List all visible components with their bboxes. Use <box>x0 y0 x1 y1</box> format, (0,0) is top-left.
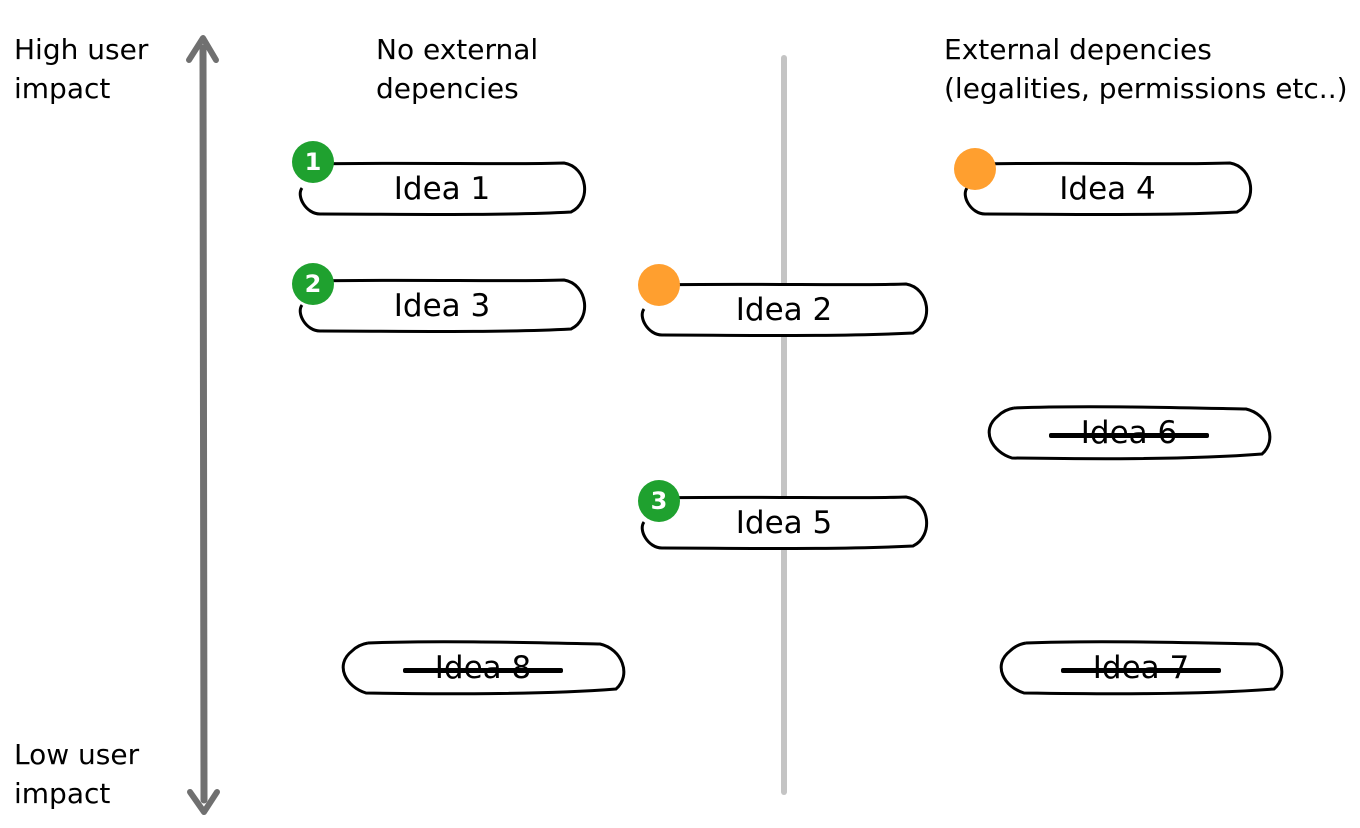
no-dependencies-header: No external depencies <box>376 33 539 105</box>
idea-5-card[interactable]: Idea 5 <box>638 495 930 550</box>
blocked-badge <box>954 148 996 190</box>
high-impact-label: High user impact <box>14 33 149 105</box>
low-impact-label: Low user impact <box>14 738 140 810</box>
idea-2-label: Idea 2 <box>735 292 833 328</box>
card-outline <box>999 640 1284 696</box>
axis-up-arrowhead <box>186 35 219 63</box>
idea-7-card[interactable]: Idea 7 <box>996 640 1286 696</box>
card-outline <box>341 640 626 696</box>
idea-4-card[interactable]: Idea 4 <box>961 161 1254 216</box>
card-outline <box>987 405 1272 461</box>
idea-8-card[interactable]: Idea 8 <box>338 640 628 696</box>
idea-4-label: Idea 4 <box>1059 171 1156 207</box>
idea-1-label: Idea 1 <box>393 171 491 207</box>
card-outline <box>298 161 587 216</box>
blocked-badge <box>638 264 680 306</box>
idea-3-card[interactable]: Idea 3 <box>296 278 588 333</box>
idea-5-label: Idea 5 <box>735 505 833 541</box>
idea-2-card[interactable]: Idea 2 <box>638 282 930 337</box>
idea-1-card[interactable]: Idea 1 <box>296 161 588 216</box>
priority-2-badge: 2 <box>292 263 334 305</box>
idea-3-label: Idea 3 <box>393 288 491 324</box>
idea-6-card[interactable]: Idea 6 <box>984 405 1274 461</box>
card-outline <box>640 282 929 337</box>
strikethrough-line <box>1061 668 1221 673</box>
external-dependencies-header: External depencies (legalities, permissi… <box>944 33 1348 105</box>
card-outline <box>640 495 929 550</box>
card-outline <box>963 161 1253 216</box>
axis-down-arrowhead <box>187 789 220 815</box>
impact-axis-line <box>199 44 208 804</box>
card-outline <box>298 278 587 333</box>
priority-1-badge: 1 <box>292 141 334 183</box>
strikethrough-line <box>403 668 563 673</box>
priority-3-badge: 3 <box>638 480 680 522</box>
strikethrough-line <box>1049 433 1209 438</box>
